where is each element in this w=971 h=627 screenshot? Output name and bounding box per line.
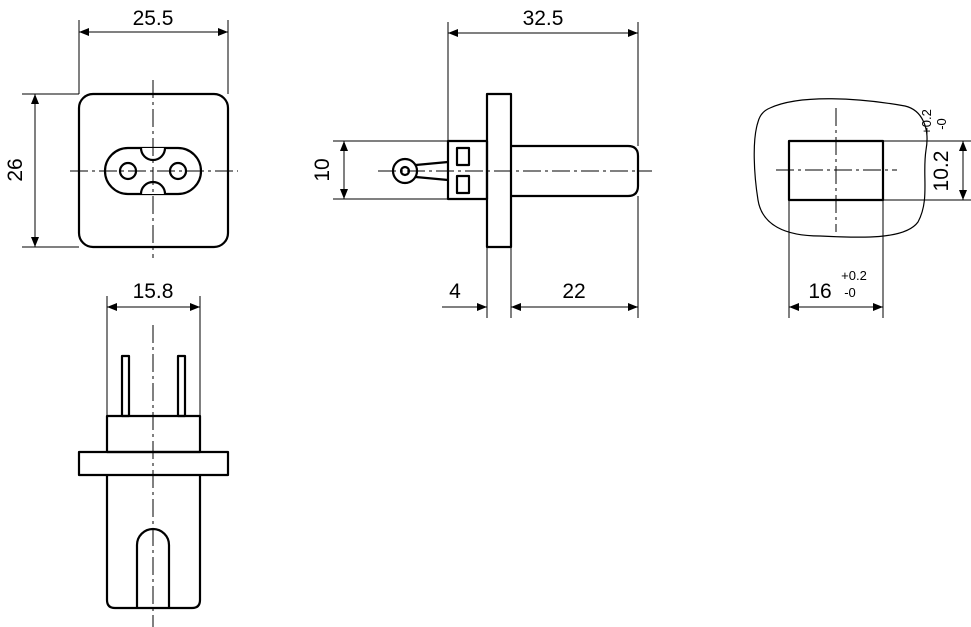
flange-offset-label: 4 [449, 280, 461, 303]
terminal-right [176, 354, 187, 418]
bottom-view: 15.8 [77, 280, 230, 627]
rear-housing [446, 139, 489, 201]
cutout-height-tol-plus: +0.2 [919, 109, 934, 135]
front-view: 25.5 26 [4, 7, 238, 258]
socket-outline [103, 146, 203, 196]
front-width-label: 25.5 [133, 7, 174, 30]
cutout-width-tol-minus: -0 [844, 285, 856, 300]
contact-window-bottom [455, 174, 471, 195]
cutout-height-label: 10.2 [930, 151, 953, 192]
side-height-label: 10 [311, 158, 334, 181]
panel-outline [753, 98, 928, 238]
side-view: 32.5 10 4 22 [311, 7, 652, 318]
body-outline [511, 144, 640, 198]
bottom-width-label: 15.8 [133, 280, 174, 303]
side-length-label: 32.5 [523, 7, 564, 30]
cutout-width-label: 16 [808, 280, 831, 303]
contact-window-top [455, 146, 471, 167]
terminal-left [120, 354, 131, 418]
cutout-height-tol-minus: -0 [934, 118, 949, 130]
front-height-label: 26 [4, 158, 27, 181]
cutout-width-tol-plus: +0.2 [841, 268, 867, 283]
cutout-view: 10.2 +0.2 -0 16 +0.2 -0 [753, 98, 971, 318]
body-length-label: 22 [562, 280, 585, 303]
